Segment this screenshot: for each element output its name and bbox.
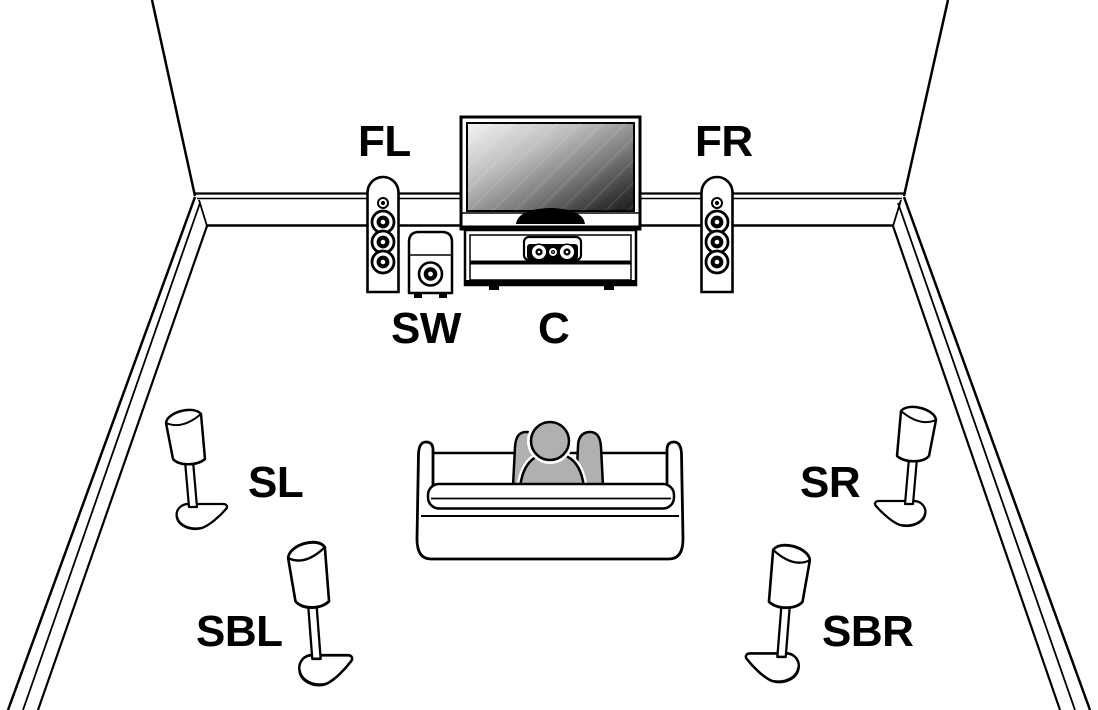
- tv: [459, 115, 642, 231]
- front-right-speaker: [700, 175, 734, 294]
- tv-pedestal: [516, 208, 585, 224]
- room-walls: [6, 0, 1092, 710]
- label-front-right: FR: [695, 117, 753, 166]
- front-left-speaker: [366, 175, 400, 294]
- label-front-left: FL: [358, 117, 411, 166]
- listener-figure: [511, 418, 605, 491]
- label-surround-back-right: SBR: [822, 607, 913, 656]
- label-subwoofer: SW: [391, 304, 462, 353]
- listener-head: [529, 420, 571, 462]
- subwoofer: [407, 230, 454, 298]
- label-center: C: [538, 304, 569, 353]
- label-surround-right: SR: [800, 458, 860, 507]
- tv-cabinet: [463, 228, 638, 290]
- sofa-cushion: [421, 482, 679, 517]
- label-surround-back-left: SBL: [196, 607, 283, 656]
- surround-right-speaker: [873, 405, 938, 528]
- surround-left-speaker: [164, 408, 229, 531]
- surround-back-right-speaker: [744, 543, 812, 684]
- center-speaker: [522, 235, 583, 262]
- label-surround-left: SL: [248, 458, 303, 507]
- surround-back-left-speaker: [286, 540, 354, 687]
